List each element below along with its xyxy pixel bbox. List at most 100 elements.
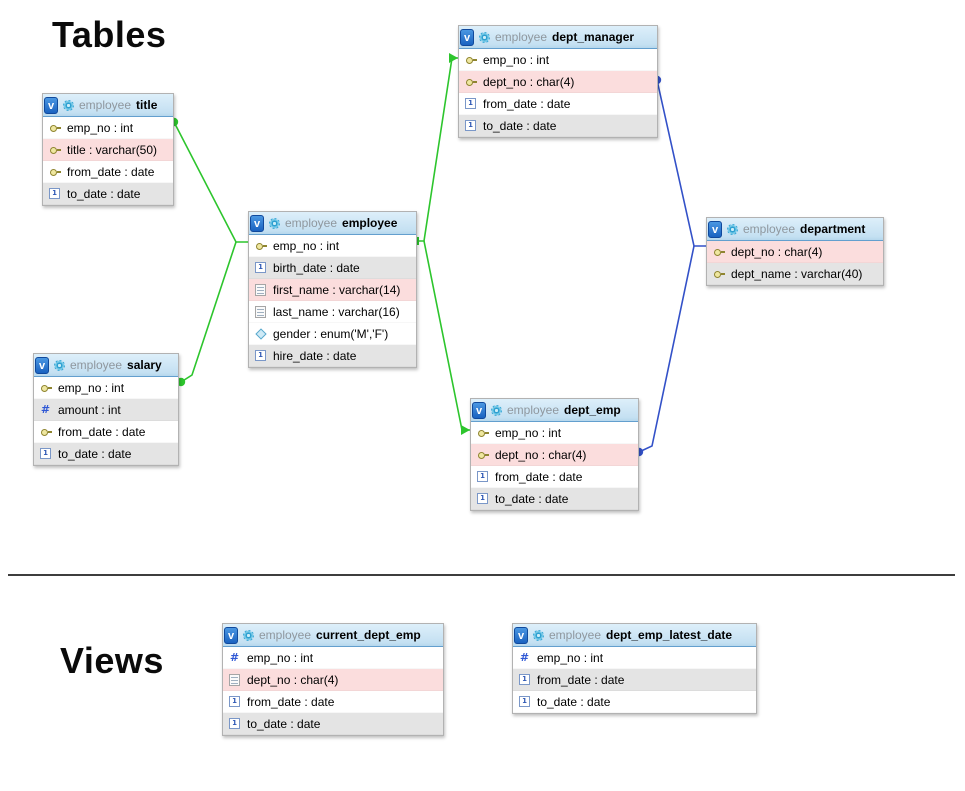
view-badge: v — [472, 401, 486, 419]
column-row[interactable]: to_date : date — [471, 488, 638, 510]
date-icon — [229, 696, 240, 707]
key-icon — [49, 145, 61, 155]
column-icon-cell — [48, 188, 61, 199]
column-row[interactable]: dept_no : char(4) — [223, 669, 443, 691]
text-icon — [255, 305, 266, 318]
column-row[interactable]: to_date : date — [459, 115, 657, 137]
column-row[interactable]: dept_name : varchar(40) — [707, 263, 883, 285]
column-row[interactable]: from_date : date — [459, 93, 657, 115]
gear-icon — [63, 99, 74, 111]
column-text: title : varchar(50) — [67, 142, 158, 157]
numeric-icon — [520, 652, 529, 663]
key-icon — [713, 247, 725, 257]
schema-label: employee — [259, 628, 312, 642]
column-row[interactable]: from_date : date — [513, 669, 756, 691]
relationship-employee-to-dept_manager[interactable] — [415, 57, 458, 242]
relationship-employee-to-dept_emp[interactable] — [423, 240, 470, 431]
view-badge: v — [460, 28, 474, 46]
column-row[interactable]: emp_no : int — [513, 647, 756, 669]
column-row[interactable]: hire_date : date — [249, 345, 416, 367]
connector-triangle-right-marker — [461, 425, 470, 435]
column-text: from_date : date — [67, 164, 155, 179]
column-row[interactable]: last_name : varchar(16) — [249, 301, 416, 323]
view-badge: v — [44, 96, 58, 114]
column-icon-cell — [712, 247, 725, 257]
column-icon-cell — [39, 427, 52, 437]
column-row[interactable]: amount : int — [34, 399, 178, 421]
date-icon — [477, 493, 488, 504]
column-icon-cell — [518, 674, 531, 685]
column-row[interactable]: to_date : date — [223, 713, 443, 735]
column-row[interactable]: birth_date : date — [249, 257, 416, 279]
column-icon-cell — [464, 98, 477, 109]
column-text: to_date : date — [58, 446, 132, 461]
date-icon — [40, 448, 51, 459]
column-row[interactable]: emp_no : int — [459, 49, 657, 71]
schema-label: employee — [70, 358, 123, 372]
column-text: to_date : date — [495, 491, 569, 506]
column-row[interactable]: emp_no : int — [249, 235, 416, 257]
relationship-dept_emp-to-department[interactable] — [638, 245, 695, 453]
column-row[interactable]: to_date : date — [43, 183, 173, 205]
column-row[interactable]: emp_no : int — [471, 422, 638, 444]
column-text: to_date : date — [483, 118, 557, 133]
column-icon-cell — [48, 145, 61, 155]
column-text: dept_name : varchar(40) — [731, 266, 863, 281]
column-icon-cell — [228, 696, 241, 707]
relationship-title-to-employee[interactable] — [173, 121, 248, 243]
column-row[interactable]: from_date : date — [43, 161, 173, 183]
column-row[interactable]: dept_no : char(4) — [707, 241, 883, 263]
column-text: from_date : date — [495, 469, 583, 484]
column-row[interactable]: first_name : varchar(14) — [249, 279, 416, 301]
column-row[interactable]: dept_no : char(4) — [459, 71, 657, 93]
column-icon-cell — [254, 305, 267, 318]
gear-icon — [269, 217, 280, 229]
column-text: dept_no : char(4) — [731, 244, 823, 259]
key-icon — [49, 123, 61, 133]
column-text: emp_no : int — [247, 650, 314, 665]
column-text: birth_date : date — [273, 260, 360, 275]
column-icon-cell — [228, 673, 241, 686]
column-row[interactable]: dept_no : char(4) — [471, 444, 638, 466]
column-row[interactable]: from_date : date — [223, 691, 443, 713]
column-row[interactable]: title : varchar(50) — [43, 139, 173, 161]
column-row[interactable]: from_date : date — [471, 466, 638, 488]
column-text: gender : enum('M','F') — [273, 326, 389, 341]
column-icon-cell — [254, 262, 267, 273]
schema-label: employee — [79, 98, 132, 112]
relationship-dept_manager-to-department[interactable] — [656, 79, 706, 247]
gear-icon — [491, 404, 502, 416]
column-row[interactable]: emp_no : int — [43, 117, 173, 139]
column-icon-cell — [39, 383, 52, 393]
column-row[interactable]: from_date : date — [34, 421, 178, 443]
schema-label: employee — [743, 222, 796, 236]
schema-label: employee — [495, 30, 548, 44]
column-text: dept_no : char(4) — [483, 74, 575, 89]
relationship-salary-to-employee[interactable] — [180, 241, 237, 383]
column-icon-cell — [476, 428, 489, 438]
column-icon-cell — [254, 283, 267, 296]
column-row[interactable]: emp_no : int — [34, 377, 178, 399]
column-row[interactable]: emp_no : int — [223, 647, 443, 669]
column-row[interactable]: gender : enum('M','F') — [249, 323, 416, 345]
column-row[interactable]: to_date : date — [34, 443, 178, 465]
column-row[interactable]: to_date : date — [513, 691, 756, 713]
column-text: hire_date : date — [273, 348, 357, 363]
